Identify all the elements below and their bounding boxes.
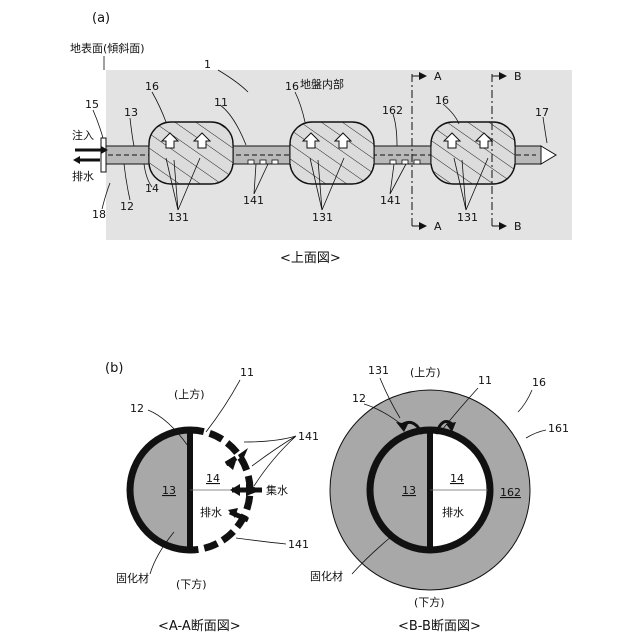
ref-131-a3: 131 (457, 211, 478, 224)
bulb-3 (431, 122, 515, 184)
ref-14-a: 14 (145, 182, 159, 195)
bb-region-14: 14 (450, 472, 464, 485)
ref-162-a: 162 (382, 104, 403, 117)
ref-11-a: 11 (214, 96, 228, 109)
aa-upper: (上方) (174, 387, 205, 401)
drain-arrow-head (73, 156, 80, 164)
aa-collect: 集水 (266, 483, 288, 497)
section-a-bottom: A (434, 220, 442, 233)
ref-131-a2: 131 (312, 211, 333, 224)
bb-ref-16: 16 (532, 376, 546, 389)
panel-a-tag: (a) (92, 11, 110, 26)
bb-solidifier: 固化材 (310, 569, 343, 583)
aa-lower: (下方) (176, 577, 207, 591)
ref-13: 13 (124, 106, 138, 119)
panel-b-tag: (b) (105, 361, 123, 376)
aa-ref-11: 11 (240, 366, 254, 379)
ref-16-a3: 16 (435, 94, 449, 107)
bulb-2 (290, 122, 374, 184)
ref-16-a1: 16 (145, 80, 159, 93)
aa-ref-12: 12 (130, 402, 144, 415)
bb-ref-131: 131 (368, 364, 389, 377)
end-plate (101, 138, 106, 172)
bb-lower: (下方) (414, 595, 445, 609)
bb-region-162: 162 (500, 486, 521, 499)
ref-1: 1 (204, 58, 211, 71)
bb-upper: (上方) (410, 365, 441, 379)
ref-15: 15 (85, 98, 99, 111)
caption-aa: <A-A断面図> (158, 619, 241, 634)
bb-ref-161: 161 (548, 422, 569, 435)
aa-ref-141-top: 141 (298, 430, 319, 443)
bulb-1 (149, 122, 233, 184)
aa-drain: 排水 (200, 505, 222, 519)
inject-label: 注入 (72, 128, 94, 142)
section-b-top: B (514, 70, 522, 83)
bb-ref-12: 12 (352, 392, 366, 405)
caption-bb: <B-B断面図> (398, 619, 481, 634)
bb-ref-11: 11 (478, 374, 492, 387)
bb-drain: 排水 (442, 505, 464, 519)
ground-interior-label: 地盤内部 (300, 77, 344, 91)
ref-141-a1: 141 (243, 194, 264, 207)
aa-region-14: 14 (206, 472, 220, 485)
bb-region-13: 13 (402, 484, 416, 497)
ref-131-a1: 131 (168, 211, 189, 224)
ref-16-a2: 16 (285, 80, 299, 93)
drain-label: 排水 (72, 169, 94, 183)
ref-18: 18 (92, 208, 106, 221)
section-a-top: A (434, 70, 442, 83)
ref-12-a: 12 (120, 200, 134, 213)
section-b-bottom: B (514, 220, 522, 233)
aa-region-13: 13 (162, 484, 176, 497)
aa-ref-141-bot: 141 (288, 538, 309, 551)
ref-17: 17 (535, 106, 549, 119)
aa-solidifier: 固化材 (116, 571, 149, 585)
ref-141-a2: 141 (380, 194, 401, 207)
ground-surface-label: 地表面(傾斜面) (70, 41, 145, 55)
caption-plan: <上面図> (280, 251, 341, 266)
